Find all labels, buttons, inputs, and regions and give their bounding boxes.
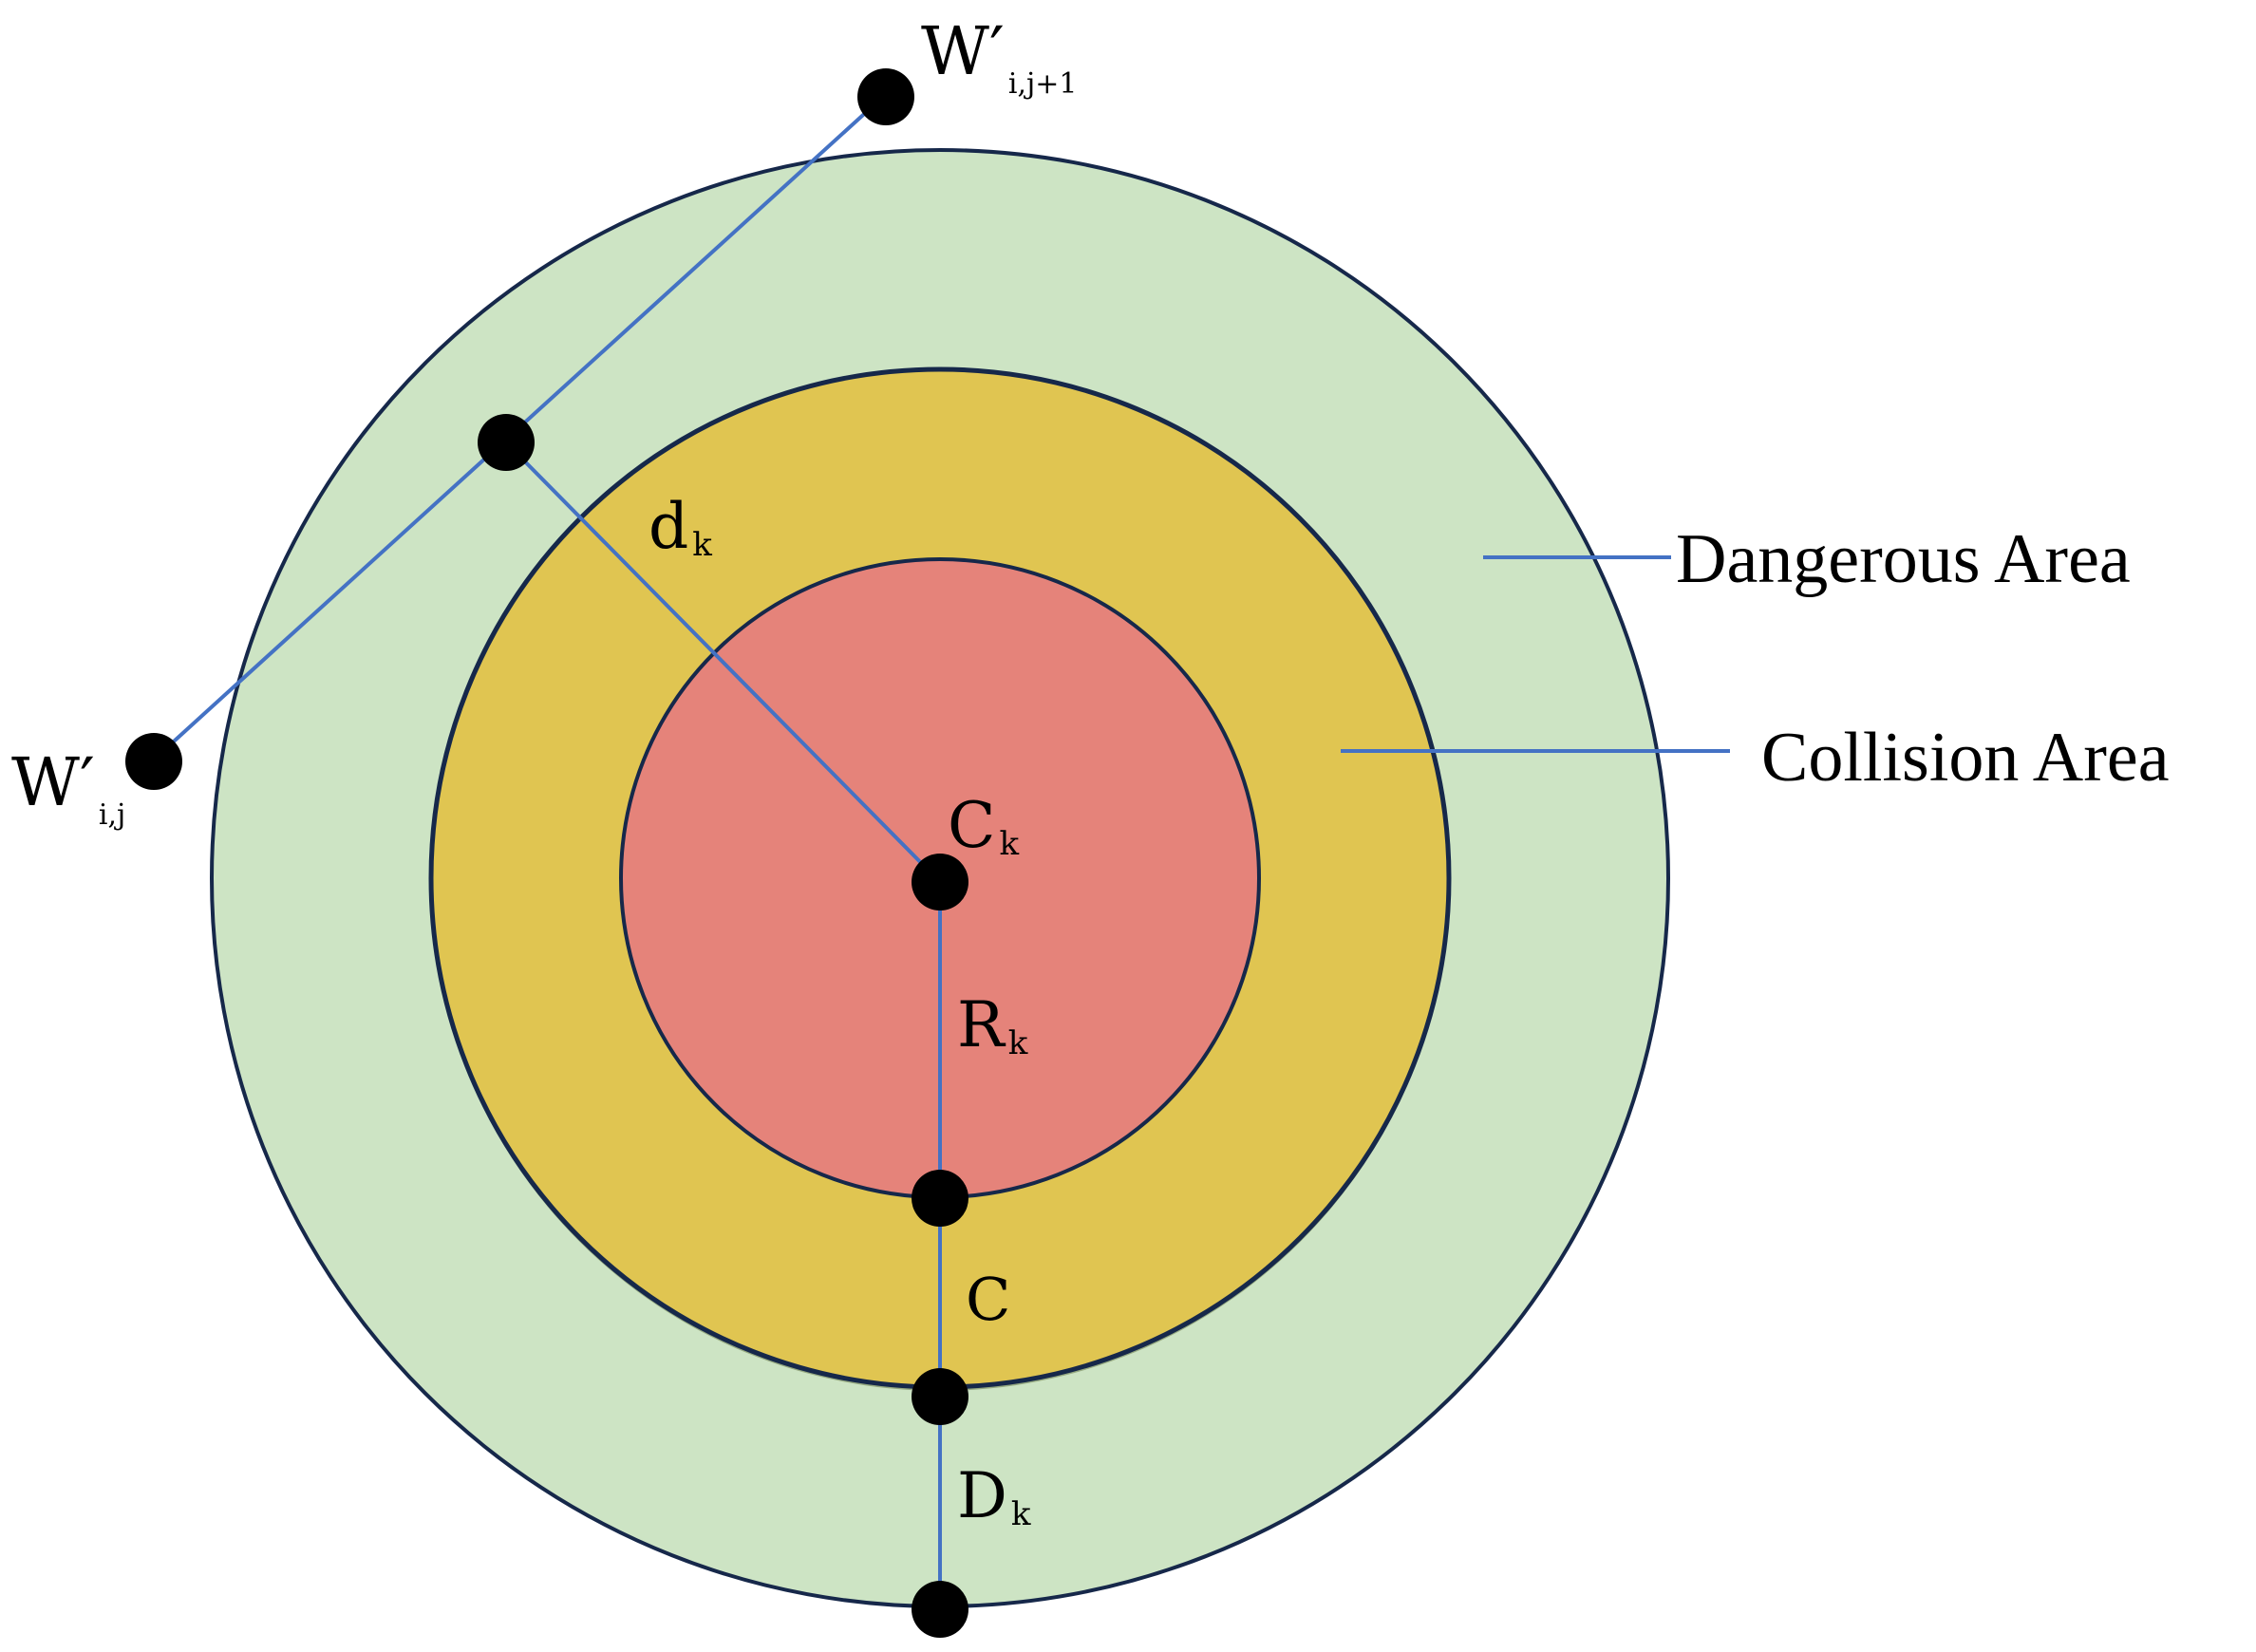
dangerous-area-label: Dangerous Area (1676, 520, 2131, 598)
collision-gap-c-label: C (966, 1265, 1010, 1334)
danger-d-base: D (957, 1459, 1007, 1532)
center-c-base: C (948, 789, 996, 862)
waypoint-next-label: W′i,j+1 (921, 12, 1078, 101)
waypoint-current-label: W′i,j (11, 743, 125, 832)
distance-d-sub: k (692, 526, 712, 564)
radius-r-base: R (957, 988, 1006, 1061)
center-point (912, 854, 968, 910)
collision-edge-point (912, 1368, 968, 1425)
waypoint-next-point (857, 68, 914, 125)
center-c-sub: k (1000, 825, 1020, 863)
intersection-point (478, 414, 535, 471)
waypoint-current-base: W′ (11, 743, 95, 821)
collision-area-label: Collision Area (1761, 719, 2170, 797)
distance-d-line (504, 441, 942, 884)
waypoint-next-sub: i,j+1 (1008, 67, 1078, 101)
danger-d-sub: k (1011, 1495, 1031, 1533)
waypoint-current-sub: i,j (99, 798, 125, 832)
danger-edge-point (912, 1581, 968, 1638)
distance-d-base: d (649, 490, 688, 563)
waypoint-next-base: W′ (921, 12, 1005, 90)
radius-r-sub: k (1008, 1024, 1028, 1062)
obstacle-edge-point (912, 1170, 968, 1227)
waypoint-current-point (125, 733, 182, 790)
points (125, 68, 968, 1638)
